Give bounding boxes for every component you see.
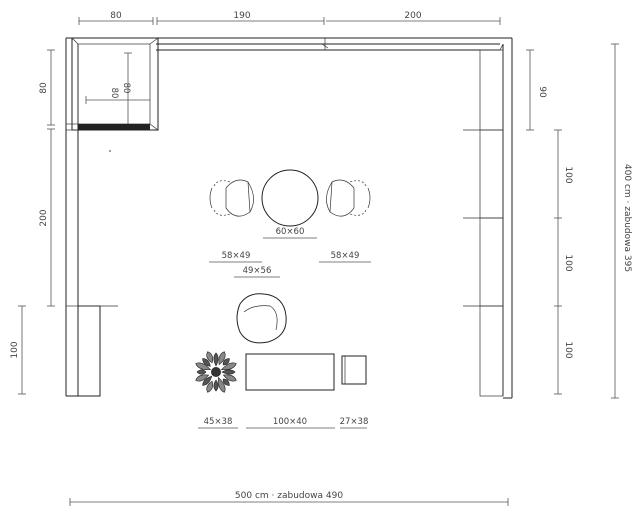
plant-leaf: [202, 358, 211, 367]
plant-leaf: [220, 362, 237, 371]
dim-right-lower: 100: [563, 341, 573, 358]
plant-leaf: [196, 369, 207, 375]
plant-leaf: [195, 374, 210, 382]
dim-corner-inner-v: 80: [121, 83, 131, 94]
plant-leaf: [222, 358, 230, 366]
dim-corner-inner-h: 80: [109, 88, 119, 99]
bottom-label-bg: [238, 488, 340, 500]
bottom-dimension-line: [69, 498, 509, 506]
label-plant: 45×38: [204, 417, 233, 427]
plant: [195, 351, 237, 393]
dim-left-upper: 80: [39, 82, 49, 94]
dim-overall-height: 400 cm · zabudowa 395: [622, 164, 632, 272]
plant-pot-center: [211, 367, 221, 377]
top-dimension-lines: [78, 17, 501, 25]
floor-mark: [109, 150, 111, 152]
corner-wardrobe: [66, 37, 159, 131]
plant-leaf: [202, 375, 213, 386]
left-lower-cabinet: [66, 305, 118, 397]
plant-leaf: [217, 376, 226, 393]
chair-right: [326, 179, 371, 217]
plant-leaf: [221, 369, 236, 375]
dining-table: [261, 169, 319, 227]
plant-leaf: [213, 352, 219, 367]
dim-left-lower: 100: [10, 341, 20, 358]
plant-leaf: [213, 379, 219, 392]
dim-left-middle: 200: [39, 209, 49, 226]
dim-top-middle: 190: [233, 11, 250, 21]
plant-leaf: [206, 351, 213, 364]
label-sofa: 100×40: [273, 417, 307, 427]
dim-top-right: 200: [404, 11, 421, 21]
right-dimension-lines: [526, 43, 619, 399]
room-walls: [65, 37, 513, 399]
plant-leaf: [222, 378, 230, 386]
side-table: [341, 355, 367, 385]
wardrobe-bottom-shadow: [78, 124, 150, 130]
plant-leaf: [206, 380, 213, 393]
left-dimension-lines: [18, 49, 55, 395]
label-side-table: 27×38: [340, 417, 369, 427]
dim-right-mid1: 100: [563, 166, 573, 183]
label-dining-table: 60×60: [276, 227, 305, 237]
plant-leaf: [218, 351, 226, 366]
label-armchair: 49×56: [243, 266, 272, 276]
dining-set: [209, 169, 371, 278]
label-chair-right: 58×49: [331, 251, 360, 261]
dim-right-top: 90: [537, 86, 547, 98]
label-chair-left: 58×49: [222, 251, 251, 261]
plant-leaf: [222, 374, 237, 382]
chair-left: [209, 179, 254, 217]
plant-leaf: [195, 362, 212, 371]
dim-overall-width: 500 cm · zabudowa 490: [235, 491, 343, 501]
right-cabinets: [463, 43, 504, 397]
dim-right-mid2: 100: [563, 254, 573, 271]
sofa: [245, 353, 335, 391]
armchair: [236, 293, 287, 344]
dim-top-wardrobe: 80: [110, 11, 122, 21]
